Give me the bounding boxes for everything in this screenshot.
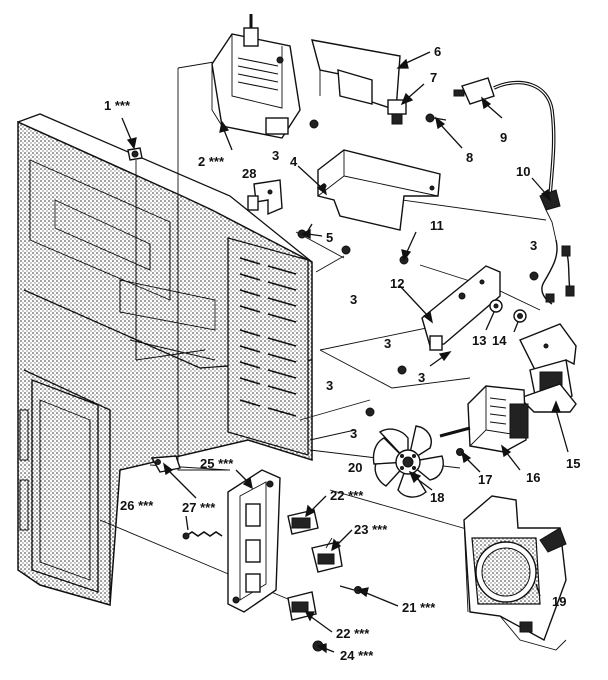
callout-3-b: 3 [350, 292, 357, 307]
waveguide-cover [311, 39, 401, 111]
callout-1: 1 *** [104, 98, 131, 113]
latch-board [227, 469, 281, 613]
latch-spring [182, 531, 223, 540]
callout-14: 14 [492, 333, 507, 348]
callout-24: 24 *** [340, 648, 374, 663]
callout-8: 8 [466, 150, 473, 165]
power-cord [453, 77, 556, 197]
callout-18: 18 [430, 490, 444, 505]
screw-1 [127, 147, 143, 161]
callout-2: 2 *** [198, 154, 225, 169]
fan-motor-bracket [421, 265, 501, 351]
callout-25: 25 *** [200, 456, 234, 471]
washer-13 [489, 299, 503, 313]
callout-15: 15 [566, 456, 580, 471]
callout-3-c: 3 [530, 238, 537, 253]
oven-cavity [17, 113, 313, 606]
callout-3-a: 3 [272, 148, 279, 163]
callout-4: 4 [290, 154, 298, 169]
callout-7: 7 [430, 70, 437, 85]
callout-21: 21 *** [402, 600, 436, 615]
callout-20: 20 [348, 460, 362, 475]
callout-3-e: 3 [418, 370, 425, 385]
callout-22-a: 22 *** [330, 488, 364, 503]
callout-12: 12 [390, 276, 404, 291]
switch-assembly [518, 323, 577, 413]
callout-6: 6 [434, 44, 441, 59]
callout-13: 13 [472, 333, 486, 348]
callout-28: 28 [242, 166, 256, 181]
fan-blade [372, 425, 444, 498]
callout-16: 16 [526, 470, 540, 485]
vent-slots [239, 257, 297, 417]
callout-17: 17 [478, 472, 492, 487]
callout-3-f: 3 [326, 378, 333, 393]
callout-26: 26 *** [120, 498, 154, 513]
callout-3-d: 3 [384, 336, 391, 351]
callout-11: 11 [430, 218, 444, 233]
mounting-bracket [247, 179, 283, 216]
callout-23: 23 *** [354, 522, 388, 537]
callout-5: 5 [326, 230, 333, 245]
interlock-switch-middle [311, 537, 343, 573]
wiring-harness [541, 239, 575, 305]
latch-lever [150, 455, 181, 473]
callout-22-b: 22 *** [336, 626, 370, 641]
magnetron [211, 14, 301, 139]
nut-14 [513, 309, 527, 323]
fan-motor [439, 385, 529, 453]
callout-9: 9 [500, 130, 507, 145]
callout-labels: 1 *** 2 *** 3 28 4 5 3 6 7 8 9 10 11 3 1… [104, 44, 580, 663]
callout-arrows [121, 51, 569, 654]
air-guide [317, 149, 441, 231]
callout-3-g: 3 [350, 426, 357, 441]
callout-27: 27 *** [182, 500, 216, 515]
callout-19: 19 [552, 594, 566, 609]
interlock-switch-upper [287, 509, 319, 535]
fan-shroud [463, 495, 567, 651]
callout-10: 10 [516, 164, 530, 179]
